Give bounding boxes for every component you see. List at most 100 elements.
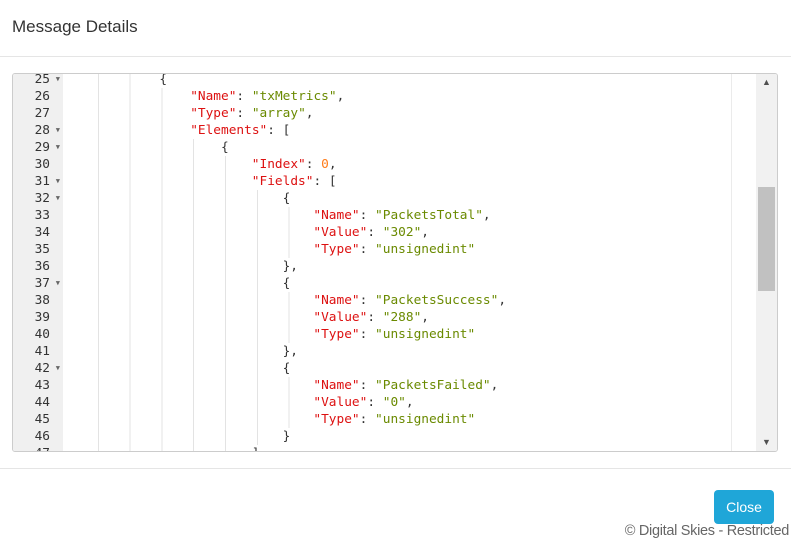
dialog-title: Message Details (12, 17, 138, 36)
json-punctuation: : (236, 89, 252, 104)
close-button[interactable]: Close (714, 490, 774, 524)
line-number: 25 ▼ (13, 73, 63, 88)
line-number-text: 38 (34, 293, 50, 308)
line-number: 28 ▼ (13, 122, 63, 139)
indent-guides (67, 139, 221, 156)
footer-divider (0, 468, 791, 469)
fold-toggle-icon[interactable]: ▼ (55, 177, 60, 185)
scrollbar-thumb[interactable] (758, 187, 775, 292)
json-key: "Value" (313, 310, 368, 325)
json-key: "Value" (313, 225, 368, 240)
indent-guides (67, 207, 314, 224)
code-line: "Index": 0, (67, 156, 337, 173)
json-punctuation: : [ (267, 123, 291, 138)
vertical-scrollbar[interactable]: ▲ ▼ (756, 74, 777, 451)
scroll-up-arrow-icon[interactable]: ▲ (762, 77, 771, 87)
json-punctuation: { (159, 73, 168, 87)
indent-guides (67, 428, 283, 445)
line-number-text: 29 (34, 140, 50, 155)
json-string: "0" (382, 395, 406, 410)
code-line: "Name": "txMetrics", (67, 88, 344, 105)
indent-guides (67, 105, 191, 122)
code-line: { (67, 360, 290, 377)
code-line: "Type": "unsignedint" (67, 411, 475, 428)
fold-toggle-icon[interactable]: ▼ (55, 194, 60, 202)
line-number: 38 (13, 292, 63, 309)
indent-guides (67, 241, 314, 258)
code-line: "Type": "array", (67, 105, 314, 122)
line-number: 33 (13, 207, 63, 224)
scroll-down-arrow-icon[interactable]: ▼ (762, 437, 771, 447)
code-line: "Value": "302", (67, 224, 429, 241)
fold-toggle-icon[interactable]: ▼ (55, 279, 60, 287)
json-key: "Type" (190, 106, 237, 121)
json-key: "Index" (251, 157, 306, 172)
code-line: } (67, 428, 290, 445)
json-key: "Type" (313, 327, 360, 342)
fold-toggle-icon[interactable]: ▼ (55, 75, 60, 83)
indent-guides (67, 326, 314, 343)
json-punctuation: , (482, 208, 491, 223)
indent-guides (67, 173, 252, 190)
line-number: 27 (13, 105, 63, 122)
json-punctuation: { (282, 361, 291, 376)
json-punctuation: { (282, 191, 291, 206)
line-number-text: 25 (34, 73, 50, 87)
line-number: 40 (13, 326, 63, 343)
code-line: }, (67, 343, 298, 360)
json-punctuation: : (367, 310, 383, 325)
code-line: "Value": "288", (67, 309, 429, 326)
line-number-text: 37 (34, 276, 50, 291)
line-number-text: 46 (34, 429, 50, 444)
copyright-note: © Digital Skies - Restricted (624, 523, 790, 539)
json-string: "PacketsSuccess" (375, 293, 499, 308)
json-punctuation: : (359, 242, 376, 257)
json-punctuation: : (359, 412, 376, 427)
indent-guides (67, 445, 252, 451)
json-punctuation: : (359, 293, 376, 308)
line-number: 29 ▼ (13, 139, 63, 156)
code-line: { (67, 139, 229, 156)
fold-toggle-icon[interactable]: ▼ (55, 126, 60, 134)
line-number: 36 (13, 258, 63, 275)
fold-toggle-icon[interactable]: ▼ (55, 143, 60, 151)
json-punctuation: , (421, 310, 429, 325)
line-number: 30 (13, 156, 63, 173)
line-number: 46 (13, 428, 63, 445)
line-number-text: 40 (34, 327, 50, 342)
json-key: "Type" (313, 412, 360, 427)
json-punctuation: ] (252, 446, 260, 451)
indent-guides (67, 88, 191, 105)
line-number-text: 47 (35, 446, 50, 451)
print-margin (731, 74, 732, 451)
indent-guides (67, 275, 283, 292)
line-number-text: 39 (34, 310, 50, 325)
json-key: "Name" (313, 293, 360, 308)
json-punctuation: { (221, 140, 229, 155)
code-line: "Type": "unsignedint" (67, 326, 475, 343)
code-area[interactable]: {"Name": "txMetrics","Type": "array","El… (63, 74, 756, 451)
code-line: "Name": "PacketsTotal", (67, 207, 491, 224)
line-number: 32▼ (13, 190, 63, 207)
line-number: 35 (13, 241, 63, 258)
line-number-text: 27 (34, 106, 50, 121)
json-key: "Name" (313, 378, 360, 393)
json-string: "PacketsTotal" (375, 208, 483, 223)
line-number-text: 28 (34, 123, 50, 138)
indent-guides (67, 122, 191, 139)
json-punctuation: : (359, 327, 376, 342)
code-line: }, (67, 258, 298, 275)
indent-guides (67, 394, 314, 411)
json-punctuation: , (490, 378, 499, 393)
indent-guides (67, 156, 252, 173)
json-key: "Elements" (190, 123, 268, 138)
json-key: "Name" (313, 208, 360, 223)
json-punctuation: } (282, 429, 291, 444)
fold-toggle-icon[interactable]: ▼ (55, 364, 60, 372)
json-punctuation: : (367, 225, 383, 240)
code-line: "Value": "0", (67, 394, 414, 411)
code-line: "Type": "unsignedint" (67, 241, 475, 258)
json-punctuation: : (359, 378, 376, 393)
